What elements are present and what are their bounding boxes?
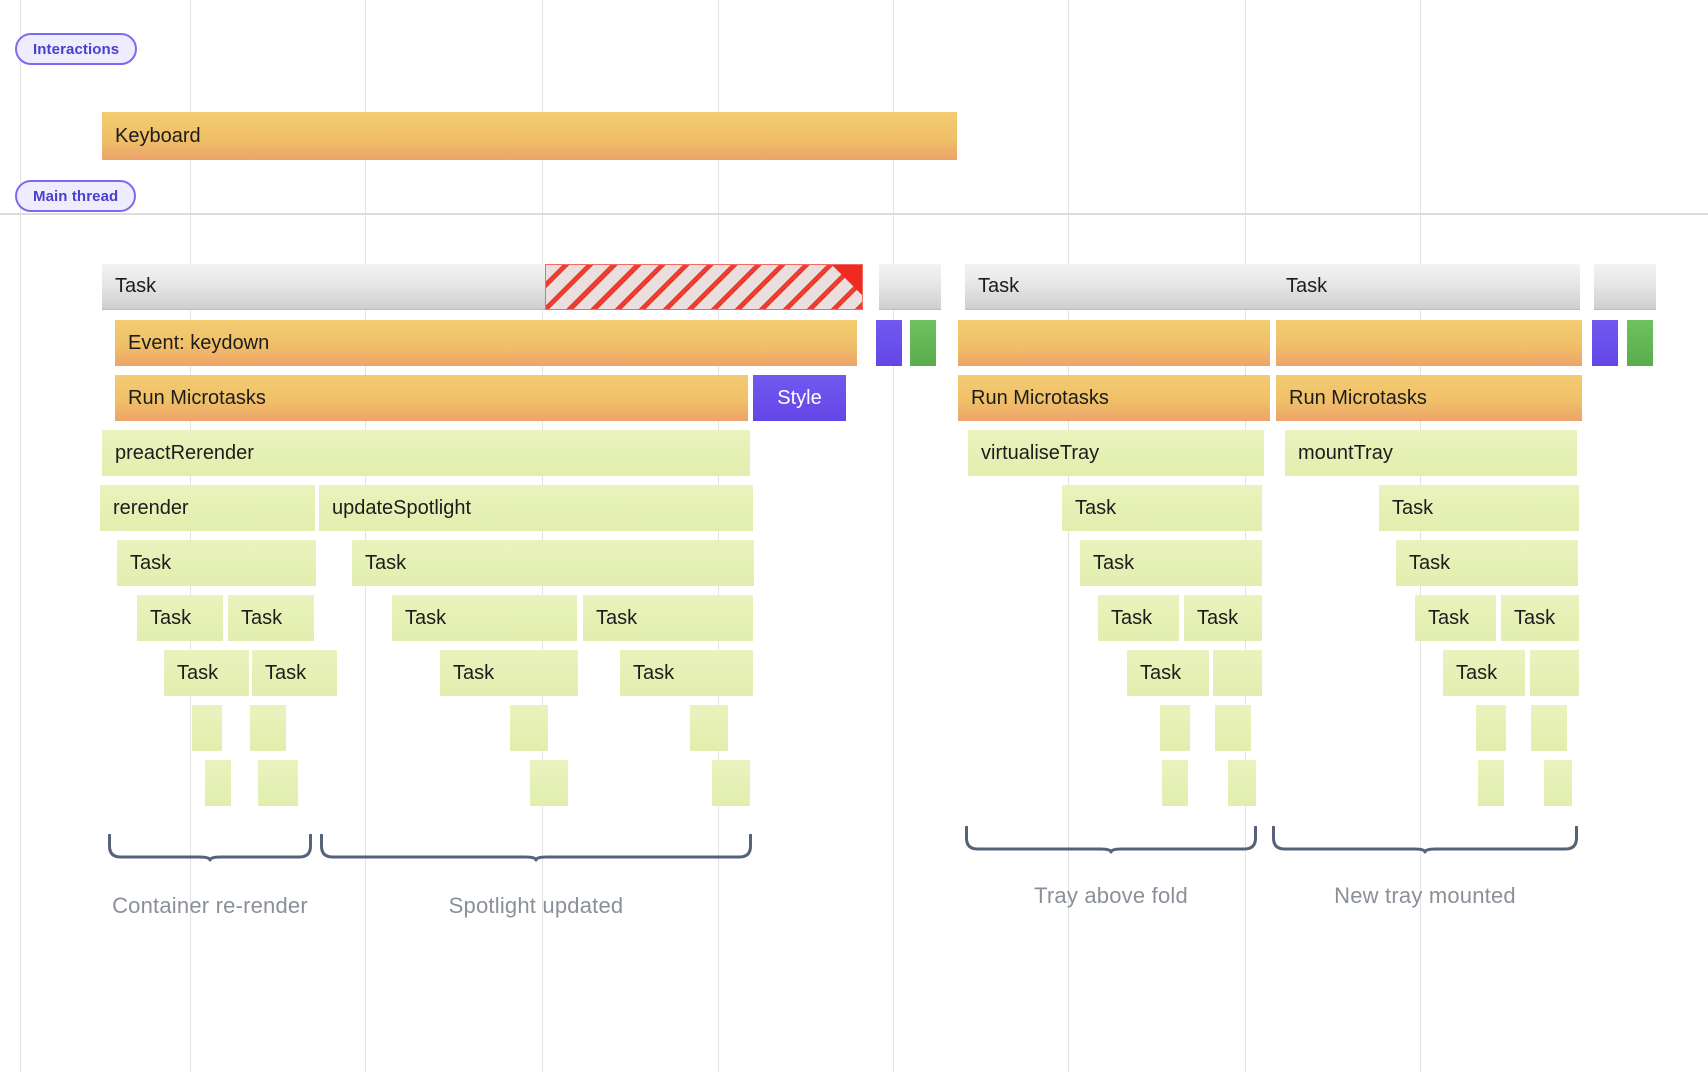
flame-block-d6-2-task[interactable]: Task bbox=[392, 595, 577, 641]
annotation-caption-0: Container re-render bbox=[112, 893, 308, 918]
gridline-1 bbox=[190, 0, 191, 1072]
flame-block-d9-6-unlabeled[interactable] bbox=[1478, 760, 1504, 806]
flame-block-d7-3-task[interactable]: Task bbox=[620, 650, 753, 696]
flame-block-d0-1-unlabeled[interactable] bbox=[879, 264, 941, 310]
gridline-3 bbox=[542, 0, 543, 1072]
flame-block-d0-4-unlabeled[interactable] bbox=[1594, 264, 1656, 310]
long-task-triangle-icon bbox=[832, 265, 862, 295]
flame-block-d2-3-run-microtasks[interactable]: Run Microtasks bbox=[1276, 375, 1582, 421]
flame-block-d9-2-unlabeled[interactable] bbox=[530, 760, 568, 806]
flame-block-d3-0-preactrerender[interactable]: preactRerender bbox=[102, 430, 750, 476]
long-task-warning-overlay[interactable] bbox=[545, 264, 863, 310]
flame-block-d2-1-style[interactable]: Style bbox=[753, 375, 846, 421]
flame-block-d9-4-unlabeled[interactable] bbox=[1162, 760, 1188, 806]
flame-block-d6-3-task[interactable]: Task bbox=[583, 595, 753, 641]
flame-block-d8-0-unlabeled[interactable] bbox=[192, 705, 222, 751]
track-pill-interactions[interactable]: Interactions bbox=[15, 33, 138, 65]
flame-block-d8-6-unlabeled[interactable] bbox=[1476, 705, 1506, 751]
annotation-bracket-0 bbox=[108, 834, 312, 862]
flame-block-d4-2-task[interactable]: Task bbox=[1062, 485, 1262, 531]
gridline-0 bbox=[20, 0, 21, 1072]
flame-block-d4-0-rerender[interactable]: rerender bbox=[100, 485, 315, 531]
flame-block-d7-5-unlabeled[interactable] bbox=[1213, 650, 1262, 696]
flame-block-d1-4-unlabeled[interactable] bbox=[1276, 320, 1582, 366]
flame-block-d1-3-unlabeled[interactable] bbox=[958, 320, 1270, 366]
flame-block-d8-1-unlabeled[interactable] bbox=[250, 705, 286, 751]
flame-block-d7-4-task[interactable]: Task bbox=[1127, 650, 1209, 696]
flame-block-d5-1-task[interactable]: Task bbox=[352, 540, 754, 586]
gridline-5 bbox=[893, 0, 894, 1072]
gridline-6 bbox=[1068, 0, 1069, 1072]
flame-block-d8-3-unlabeled[interactable] bbox=[690, 705, 728, 751]
flame-block-d9-1-unlabeled[interactable] bbox=[258, 760, 298, 806]
flame-block-d8-7-unlabeled[interactable] bbox=[1531, 705, 1567, 751]
flame-block-d0-2-task[interactable]: Task bbox=[965, 264, 1280, 310]
flame-block-d2-2-run-microtasks[interactable]: Run Microtasks bbox=[958, 375, 1270, 421]
flame-block-d6-6-task[interactable]: Task bbox=[1415, 595, 1496, 641]
flame-block-d1-5-unlabeled[interactable] bbox=[1592, 320, 1618, 366]
flame-block-d6-7-task[interactable]: Task bbox=[1501, 595, 1579, 641]
flame-block-d7-1-task[interactable]: Task bbox=[252, 650, 337, 696]
track-pill-main-thread[interactable]: Main thread bbox=[15, 180, 137, 212]
flame-block-d7-0-task[interactable]: Task bbox=[164, 650, 249, 696]
flame-block-d2-0-run-microtasks[interactable]: Run Microtasks bbox=[115, 375, 748, 421]
flame-block-d9-5-unlabeled[interactable] bbox=[1228, 760, 1256, 806]
flame-block-d3-1-virtualisetray[interactable]: virtualiseTray bbox=[968, 430, 1264, 476]
flame-block-d8-5-unlabeled[interactable] bbox=[1215, 705, 1251, 751]
annotation-bracket-2 bbox=[965, 826, 1257, 854]
annotation-caption-1: Spotlight updated bbox=[448, 893, 624, 918]
flame-block-d5-0-task[interactable]: Task bbox=[117, 540, 316, 586]
flame-block-d3-2-mounttray[interactable]: mountTray bbox=[1285, 430, 1577, 476]
gridline-4 bbox=[718, 0, 719, 1072]
annotation-caption-2: Tray above fold bbox=[1034, 883, 1188, 908]
interaction-block-keyboard[interactable]: Keyboard bbox=[102, 112, 957, 160]
flame-block-d9-3-unlabeled[interactable] bbox=[712, 760, 750, 806]
flame-block-d6-0-task[interactable]: Task bbox=[137, 595, 223, 641]
flame-block-d1-0-event-keydown[interactable]: Event: keydown bbox=[115, 320, 857, 366]
annotation-caption-3: New tray mounted bbox=[1334, 883, 1516, 908]
flame-block-d7-2-task[interactable]: Task bbox=[440, 650, 578, 696]
flame-block-d6-5-task[interactable]: Task bbox=[1184, 595, 1262, 641]
flame-block-d5-3-task[interactable]: Task bbox=[1396, 540, 1578, 586]
flame-block-d1-1-unlabeled[interactable] bbox=[876, 320, 902, 366]
gridline-8 bbox=[1420, 0, 1421, 1072]
flame-block-d7-7-unlabeled[interactable] bbox=[1530, 650, 1579, 696]
gridline-2 bbox=[365, 0, 366, 1072]
flame-block-d5-2-task[interactable]: Task bbox=[1080, 540, 1262, 586]
flame-block-d6-1-task[interactable]: Task bbox=[228, 595, 314, 641]
gridline-7 bbox=[1245, 0, 1246, 1072]
flame-block-d9-0-unlabeled[interactable] bbox=[205, 760, 231, 806]
annotation-bracket-3 bbox=[1272, 826, 1578, 854]
flame-block-d7-6-task[interactable]: Task bbox=[1443, 650, 1525, 696]
flame-block-d0-3-task[interactable]: Task bbox=[1273, 264, 1580, 310]
flame-block-d4-3-task[interactable]: Task bbox=[1379, 485, 1579, 531]
flame-block-d8-2-unlabeled[interactable] bbox=[510, 705, 548, 751]
flame-block-d9-7-unlabeled[interactable] bbox=[1544, 760, 1572, 806]
flame-block-d4-1-updatespotlight[interactable]: updateSpotlight bbox=[319, 485, 753, 531]
flame-block-d8-4-unlabeled[interactable] bbox=[1160, 705, 1190, 751]
flame-block-d1-6-unlabeled[interactable] bbox=[1627, 320, 1653, 366]
flame-block-d1-2-unlabeled[interactable] bbox=[910, 320, 936, 366]
track-separator-0 bbox=[0, 213, 1708, 215]
annotation-bracket-1 bbox=[320, 834, 752, 862]
flame-block-d6-4-task[interactable]: Task bbox=[1098, 595, 1179, 641]
